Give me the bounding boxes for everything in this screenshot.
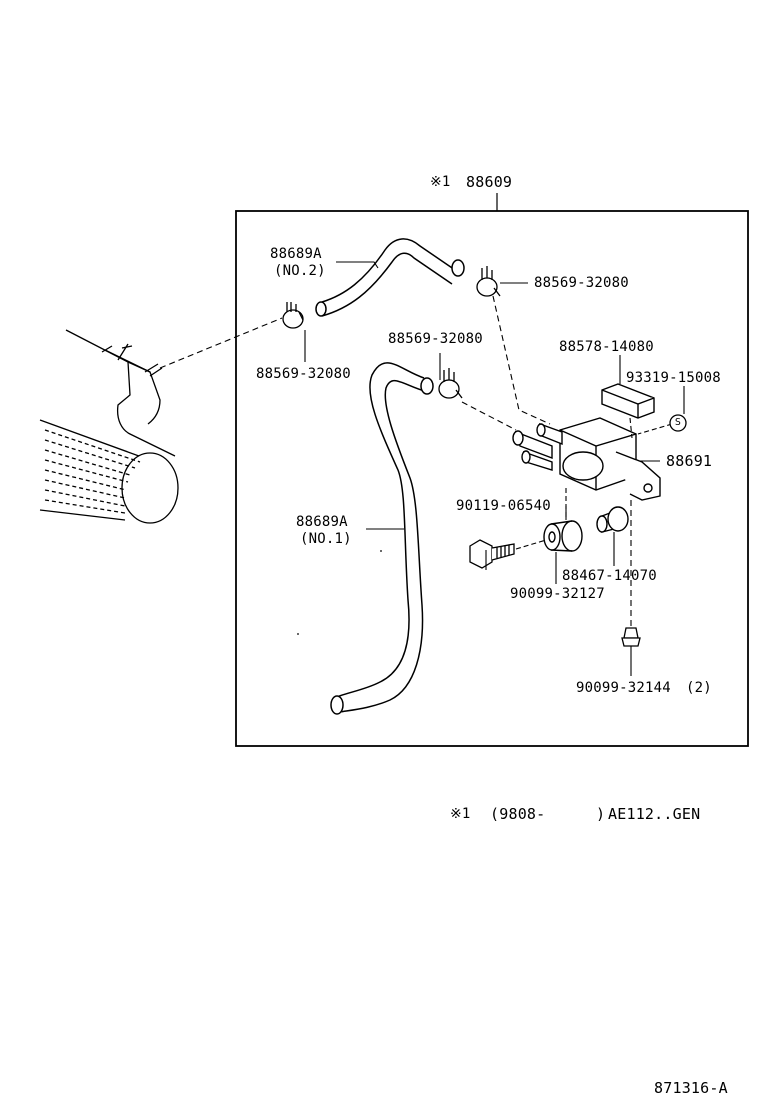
- connect-line-engine: [159, 317, 283, 369]
- hose-no1: [330, 362, 434, 715]
- label-hose-no1-sub: (NO.1): [300, 531, 352, 547]
- stud-symbol: S: [674, 417, 682, 428]
- label-nut-qty: (2): [686, 680, 712, 696]
- valve-assembly: [512, 417, 661, 501]
- bush-shape: [596, 506, 629, 533]
- connect-line-mid: [461, 401, 517, 431]
- footnote-to: ): [596, 805, 606, 823]
- label-hose-no2-sub: (NO.2): [274, 263, 326, 279]
- hose-no2: [315, 238, 465, 317]
- bolt-shape: [469, 539, 515, 569]
- clip-top-right-shape: [476, 266, 501, 297]
- clip-mid-shape: [438, 368, 463, 399]
- label-block: 88578-14080: [559, 339, 654, 355]
- label-clip-left: 88569-32080: [256, 366, 351, 382]
- figure-id: 871316-A: [654, 1079, 728, 1097]
- speck-2: [297, 633, 299, 635]
- footnote-mark: ※1: [450, 806, 471, 822]
- label-grommet: 90099-32127: [510, 586, 605, 602]
- label-bush: 88467-14070: [562, 568, 657, 584]
- assembly-frame: [235, 210, 749, 747]
- label-hose-no1: 88689A: [296, 514, 348, 530]
- assembly-part-number: 88609: [466, 173, 513, 191]
- label-stud: 93319-15008: [626, 370, 721, 386]
- grommet-shape: [543, 520, 583, 552]
- label-hose-no2: 88689A: [270, 246, 322, 262]
- label-clip-top-right: 88569-32080: [534, 275, 629, 291]
- stud-circle: [669, 414, 687, 432]
- footnote-applicability: AE112..GEN: [608, 805, 701, 823]
- nut-shape: [621, 627, 641, 647]
- engine-body: [39, 329, 179, 524]
- connect-line-bolt: [515, 539, 547, 550]
- connect-line-stud: [637, 423, 673, 435]
- leader-lines: [304, 261, 685, 676]
- block-shape: [601, 383, 655, 419]
- assembly-mark: ※1: [430, 174, 451, 190]
- label-valve: 88691: [666, 452, 713, 470]
- label-clip-mid: 88569-32080: [388, 331, 483, 347]
- speck-1: [380, 550, 382, 552]
- label-bolt: 90119-06540: [456, 498, 551, 514]
- label-nut: 90099-32144: [576, 680, 671, 696]
- connect-line-top: [492, 295, 551, 425]
- footnote-from: (9808-: [490, 805, 546, 823]
- clip-left-shape: [282, 302, 304, 329]
- connect-line-block: [629, 417, 633, 439]
